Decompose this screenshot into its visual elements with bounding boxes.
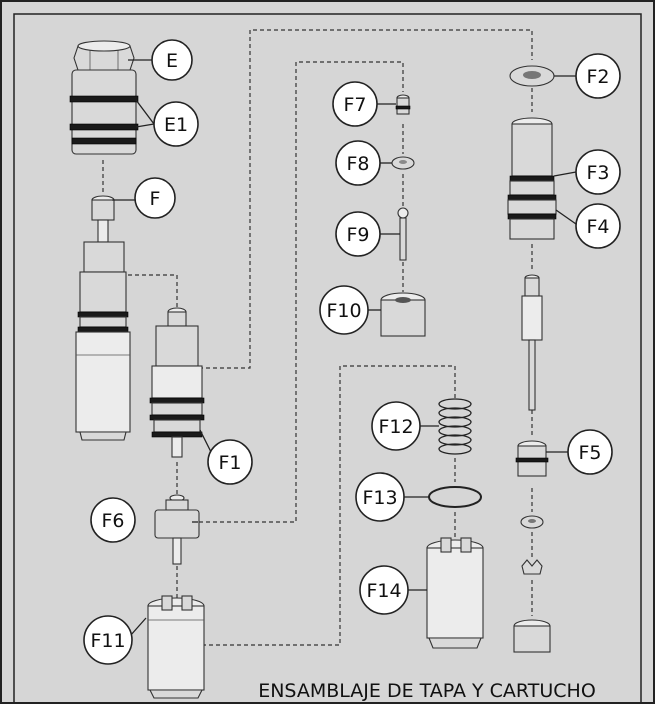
label-f8: F8 (335, 140, 381, 186)
part-f2-washer (509, 65, 555, 87)
part-f10 (380, 292, 426, 337)
svg-text:F12: F12 (378, 416, 413, 438)
part-f14-sleeve (426, 537, 484, 649)
svg-text:F4: F4 (586, 216, 609, 238)
svg-text:E1: E1 (164, 114, 188, 136)
svg-text:F13: F13 (362, 487, 397, 509)
part-f5-small-parts (513, 515, 551, 653)
part-e-cap (69, 40, 139, 155)
label-f7: F7 (332, 81, 378, 127)
part-f8-washer (391, 156, 415, 170)
part-f11-sleeve (147, 595, 205, 699)
label-e: E (151, 39, 193, 81)
label-f4: F4 (575, 203, 621, 249)
label-f9: F9 (335, 211, 381, 257)
label-f6: F6 (90, 497, 136, 543)
part-f9-pin (397, 207, 409, 261)
svg-text:F2: F2 (586, 66, 609, 88)
label-e1: E1 (153, 101, 199, 147)
svg-text:F8: F8 (346, 153, 369, 175)
diagram-caption: ENSAMBLAJE DE TAPA Y CARTUCHO (258, 680, 596, 702)
part-f7 (395, 94, 411, 115)
svg-text:F5: F5 (578, 442, 601, 464)
part-f1-cartridge (149, 307, 205, 458)
svg-text:F: F (150, 188, 161, 210)
assembly-paths (102, 29, 533, 646)
label-f3: F3 (575, 149, 621, 195)
svg-text:F11: F11 (90, 630, 125, 652)
label-f10: F10 (319, 285, 369, 335)
svg-text:F6: F6 (101, 510, 124, 532)
label-f5: F5 (567, 429, 613, 475)
part-f12-spring (438, 398, 472, 455)
part-f3-f4-body (507, 117, 557, 240)
leader-lines (112, 59, 577, 637)
part-f6 (154, 494, 200, 565)
label-f: F (134, 177, 176, 219)
svg-text:F9: F9 (346, 224, 369, 246)
part-f5-stem (515, 274, 549, 477)
svg-text:F14: F14 (366, 580, 401, 602)
label-f13: F13 (355, 472, 405, 522)
diagram-inner-border (13, 13, 642, 704)
svg-text:F7: F7 (343, 94, 366, 116)
svg-text:E: E (166, 50, 178, 72)
svg-text:F3: F3 (586, 162, 609, 184)
svg-text:F10: F10 (326, 300, 361, 322)
label-f2: F2 (575, 53, 621, 99)
label-f14: F14 (359, 565, 409, 615)
label-f1: F1 (207, 439, 253, 485)
svg-text:F1: F1 (218, 452, 241, 474)
label-f11: F11 (83, 615, 133, 665)
label-f12: F12 (371, 401, 421, 451)
